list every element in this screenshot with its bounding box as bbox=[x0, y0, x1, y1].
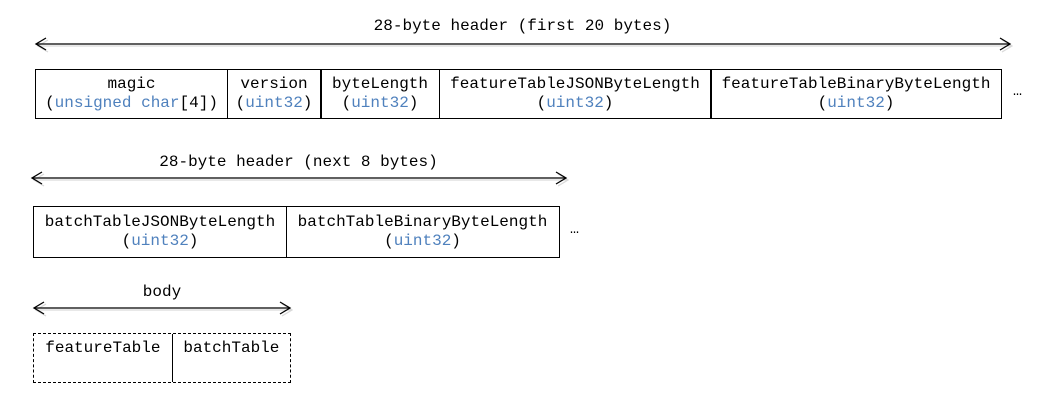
body-label: body bbox=[142, 283, 182, 301]
field-name: byteLength bbox=[331, 75, 428, 93]
body-cell-label: featureTable bbox=[45, 339, 161, 357]
header-next8-row: batchTableJSONByteLength (uint32) batchT… bbox=[33, 206, 560, 258]
body-cell-featureTable: featureTable bbox=[34, 334, 173, 382]
field-type: (uint32) bbox=[235, 94, 313, 112]
body-row: featureTable batchTable bbox=[33, 333, 291, 383]
field-cell-featureTableJSONByteLength: featureTableJSONByteLength (uint32) bbox=[438, 69, 712, 119]
field-type: (uint32) bbox=[384, 232, 461, 250]
field-type: (uint32) bbox=[536, 94, 614, 112]
continuation-ellipsis: … bbox=[570, 221, 580, 238]
header-first20-row: magic (unsigned char[4]) version (uint32… bbox=[35, 69, 1002, 119]
field-cell-batchTableBinaryByteLength: batchTableBinaryByteLength (uint32) bbox=[285, 206, 560, 258]
field-type: (uint32) bbox=[341, 94, 419, 112]
field-cell-batchTableJSONByteLength: batchTableJSONByteLength (uint32) bbox=[33, 206, 287, 258]
field-name: featureTableBinaryByteLength bbox=[721, 75, 991, 93]
field-cell-magic: magic (unsigned char[4]) bbox=[35, 69, 228, 119]
field-type: (uint32) bbox=[121, 232, 199, 250]
field-cell-version: version (uint32) bbox=[226, 69, 322, 119]
double-arrow-icon bbox=[32, 301, 293, 317]
field-name: featureTableJSONByteLength bbox=[450, 75, 700, 93]
continuation-ellipsis: … bbox=[1013, 83, 1023, 100]
field-cell-featureTableBinaryByteLength: featureTableBinaryByteLength (uint32) bbox=[710, 69, 1002, 119]
double-arrow-icon bbox=[30, 171, 569, 187]
header-next8-label: 28-byte header (next 8 bytes) bbox=[159, 153, 438, 171]
field-type: (uint32) bbox=[817, 94, 895, 112]
field-name: version bbox=[240, 75, 308, 93]
field-name: batchTableBinaryByteLength bbox=[297, 213, 548, 231]
body-cell-batchTable: batchTable bbox=[173, 334, 290, 382]
field-name: batchTableJSONByteLength bbox=[44, 213, 276, 231]
double-arrow-icon bbox=[34, 37, 1013, 53]
field-name: magic bbox=[107, 75, 156, 93]
header-first20-label: 28-byte header (first 20 bytes) bbox=[373, 17, 672, 35]
field-cell-byteLength: byteLength (uint32) bbox=[320, 69, 440, 119]
body-cell-label: batchTable bbox=[183, 339, 280, 357]
field-type: (unsigned char[4]) bbox=[45, 94, 218, 112]
